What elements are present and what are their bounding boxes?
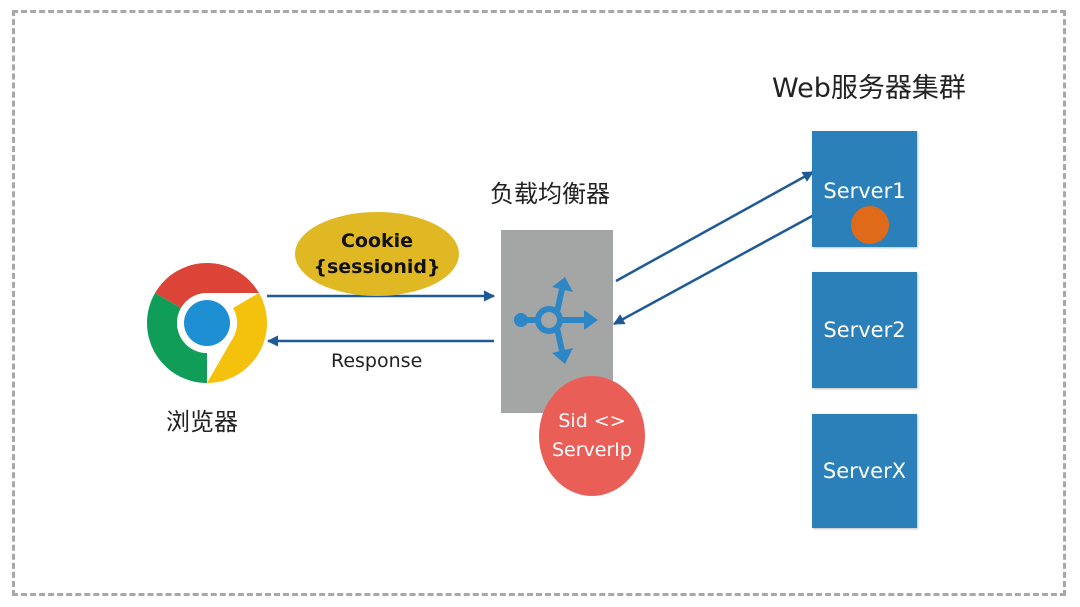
browser-title: 浏览器: [166, 408, 238, 436]
server-2-label: Server2: [823, 318, 906, 342]
server-x-label: ServerX: [822, 459, 907, 483]
load-balancer-title: 负载均衡器: [490, 180, 610, 208]
session-map-circle: Sid <> ServerIp: [539, 376, 645, 496]
cluster-title: Web服务器集群: [772, 73, 966, 104]
sessionid-label: {sessionid}: [313, 256, 441, 278]
load-balancer-icon: [514, 277, 598, 364]
diagram-frame: [12, 10, 1066, 596]
cookie-label: Cookie: [340, 230, 414, 252]
session-marker: [851, 206, 889, 244]
chrome-icon: [147, 263, 267, 383]
serverip-label: ServerIp: [552, 439, 632, 461]
server-1-label: Server1: [823, 179, 906, 203]
sid-label: Sid <>: [558, 410, 626, 432]
server-2: Server2: [812, 272, 917, 388]
response-label: Response: [331, 350, 423, 372]
server-reply-arrow: [613, 213, 815, 326]
server-x: ServerX: [812, 414, 917, 528]
cookie-ellipse: Cookie {sessionid}: [295, 212, 459, 296]
forward-to-server-arrow: [615, 170, 814, 283]
